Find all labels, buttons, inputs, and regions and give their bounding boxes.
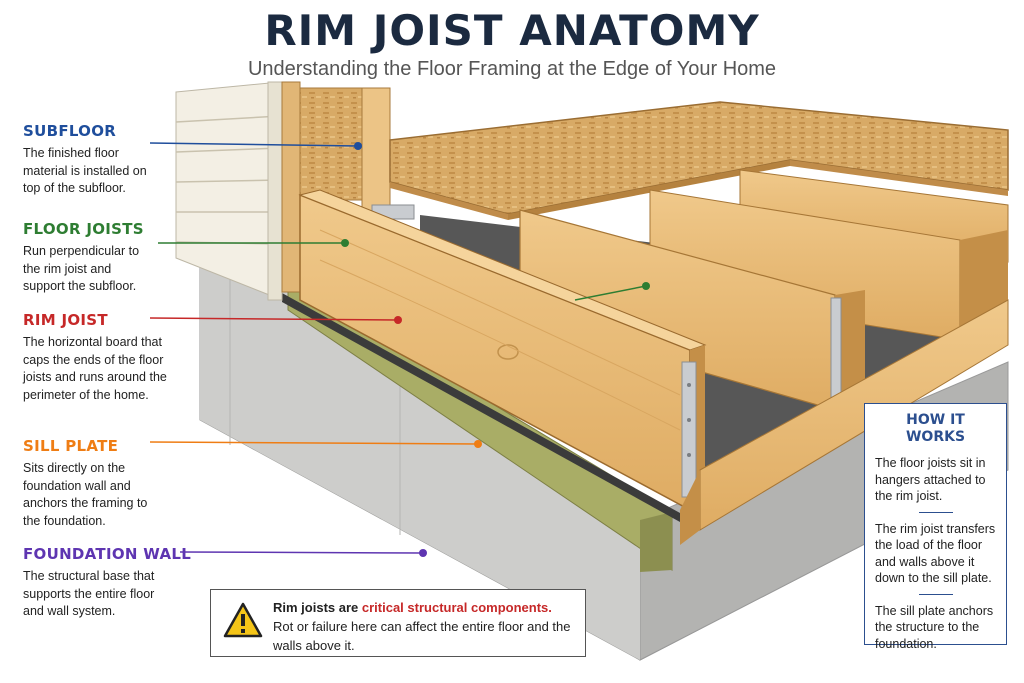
- label-floor-joists-title: FLOOR JOISTS: [23, 220, 198, 238]
- how-it-works-title: HOW IT WORKS: [875, 412, 996, 445]
- leader-dot-rim_joist: [394, 316, 402, 324]
- leader-dot-sill_plate: [474, 440, 482, 448]
- label-floor-joists-desc: Run perpendicular to the rim joist and s…: [23, 243, 153, 296]
- how-step: The floor joists sit in hangers attached…: [875, 455, 996, 505]
- warning-triangle-icon: [223, 602, 263, 638]
- how-step: The rim joist transfers the load of the …: [875, 521, 996, 587]
- label-subfloor-title: SUBFLOOR: [23, 122, 198, 140]
- label-foundation-wall-title: FOUNDATION WALL: [23, 545, 198, 563]
- leader-dot-foundation_wall: [419, 549, 427, 557]
- label-foundation-wall: FOUNDATION WALL The structural base that…: [23, 545, 198, 621]
- warning-lead: Rim joists are: [273, 600, 362, 615]
- label-foundation-wall-desc: The structural base that supports the en…: [23, 568, 173, 621]
- warning-highlight: critical structural components.: [362, 600, 552, 615]
- label-rim-joist: RIM JOIST The horizontal board that caps…: [23, 311, 198, 404]
- how-divider: [919, 512, 953, 513]
- label-sill-plate-title: SILL PLATE: [23, 437, 198, 455]
- warning-body: Rot or failure here can affect the entir…: [273, 619, 571, 653]
- label-sill-plate: SILL PLATE Sits directly on the foundati…: [23, 437, 198, 530]
- label-floor-joists: FLOOR JOISTS Run perpendicular to the ri…: [23, 220, 198, 296]
- leader-dot-floor-joists-2: [642, 282, 650, 290]
- leader-dot-subfloor: [354, 142, 362, 150]
- how-it-works-panel: HOW IT WORKS The floor joists sit in han…: [864, 403, 1007, 645]
- leader-dot-floor_joists: [341, 239, 349, 247]
- leader-line-foundation_wall: [180, 552, 423, 553]
- label-subfloor: SUBFLOOR The finished floor material is …: [23, 122, 198, 198]
- label-rim-joist-title: RIM JOIST: [23, 311, 198, 329]
- warning-callout: Rim joists are critical structural compo…: [210, 589, 586, 657]
- how-divider: [919, 594, 953, 595]
- label-sill-plate-desc: Sits directly on the foundation wall and…: [23, 460, 148, 530]
- label-subfloor-desc: The finished floor material is installed…: [23, 145, 148, 198]
- how-step: The sill plate anchors the structure to …: [875, 603, 996, 653]
- label-rim-joist-desc: The horizontal board that caps the ends …: [23, 334, 173, 404]
